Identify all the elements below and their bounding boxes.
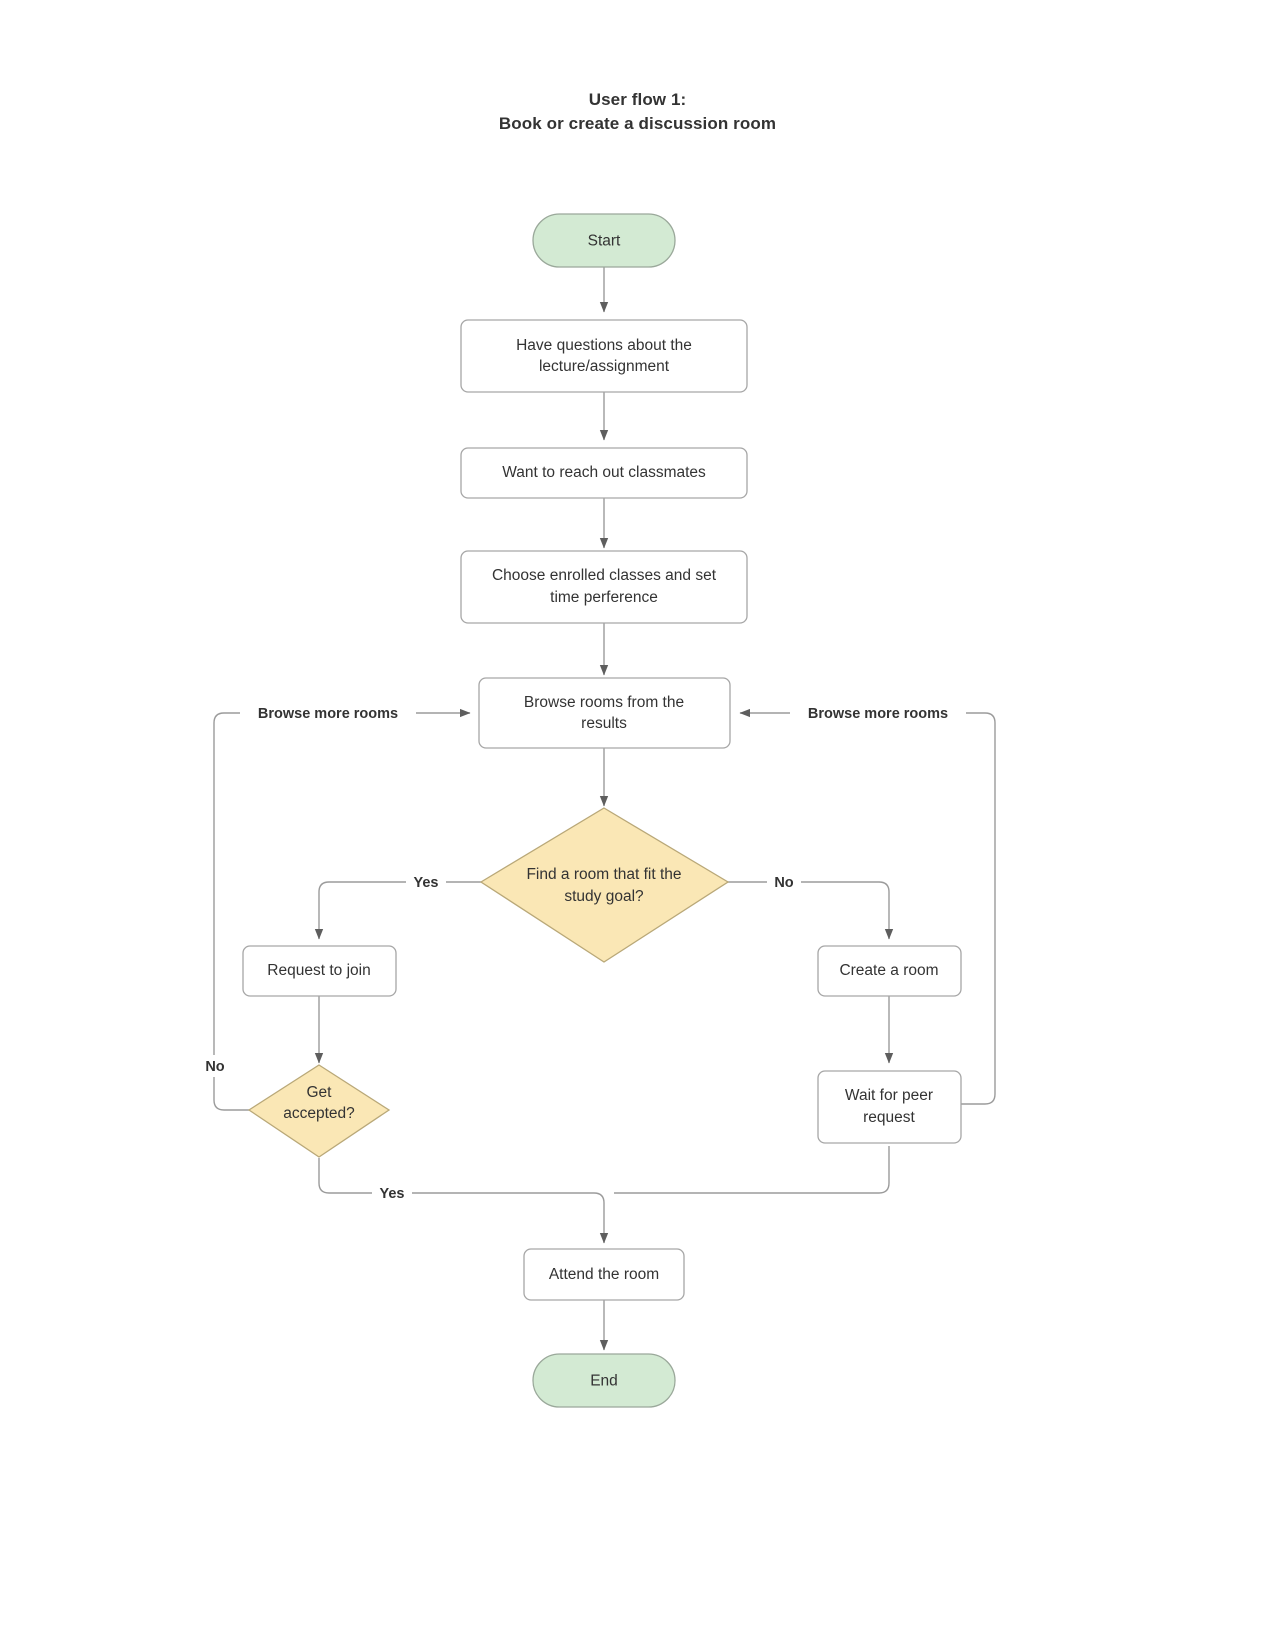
edge-waitpeer-to-attend [614, 1146, 890, 1194]
node-attend-the-room-label: Attend the room [549, 1266, 659, 1283]
edge-findroom-yes-to-request [314, 881, 481, 940]
node-browse-rooms-label-line2: results [581, 715, 627, 732]
edge-label-yes-find-room: Yes [414, 875, 439, 891]
edge-label-browse-more-rooms-left: Browse more rooms [258, 706, 398, 722]
node-choose-classes-label-line1: Choose enrolled classes and set [492, 567, 717, 584]
node-browse-rooms-shape [478, 677, 731, 749]
edge-findroom-no-to-createroom [727, 881, 894, 940]
node-choose-classes[interactable]: Choose enrolled classes and set time per… [460, 550, 748, 624]
node-want-to-reach-out[interactable]: Want to reach out classmates [460, 447, 748, 499]
node-get-accepted-decision[interactable]: Get accepted? [247, 1064, 391, 1158]
node-have-questions-label-line1: Have questions about the [516, 337, 692, 354]
node-get-accepted-label-line2: accepted? [283, 1105, 355, 1122]
node-get-accepted-label-line1: Get [307, 1084, 333, 1101]
edge-label-bg-no-find [767, 871, 801, 893]
node-get-accepted-shape [247, 1064, 391, 1158]
node-start-label: Start [588, 233, 621, 250]
node-wait-for-peer-request[interactable]: Wait for peer request [817, 1070, 962, 1144]
edge-layer [213, 267, 996, 1351]
title-line-1: User flow 1: [588, 90, 687, 109]
node-request-to-join-label: Request to join [267, 962, 370, 979]
node-choose-classes-shape [460, 550, 748, 624]
node-want-to-reach-out-label: Want to reach out classmates [502, 464, 706, 481]
node-end-label: End [590, 1373, 618, 1390]
node-browse-rooms[interactable]: Browse rooms from the results [478, 677, 731, 749]
edge-label-layer: Browse more rooms Browse more rooms Yes … [198, 702, 966, 1204]
node-wait-for-peer-request-shape [817, 1070, 962, 1144]
edge-label-browse-more-rooms-right: Browse more rooms [808, 706, 948, 722]
edge-label-no-find-room: No [774, 875, 793, 891]
edge-label-bg-yes-find [406, 871, 446, 893]
node-wait-for-peer-request-label-line2: request [863, 1109, 915, 1126]
node-browse-rooms-label-line1: Browse rooms from the [524, 694, 684, 711]
node-end-shape [532, 1353, 676, 1408]
node-find-a-room-label-line2: study goal? [564, 888, 644, 905]
node-create-a-room-label: Create a room [839, 962, 938, 979]
node-end[interactable]: End [532, 1353, 676, 1408]
node-have-questions-label-line2: lecture/assignment [539, 358, 670, 375]
edge-accepted-no-to-browse [213, 708, 471, 1111]
edge-label-bg-yes-accepted [372, 1182, 412, 1204]
node-request-to-join-shape [242, 945, 397, 997]
node-start[interactable]: Start [532, 213, 676, 268]
node-create-a-room[interactable]: Create a room [817, 945, 962, 997]
node-request-to-join[interactable]: Request to join [242, 945, 397, 997]
node-attend-the-room-shape [523, 1248, 685, 1301]
node-create-a-room-shape [817, 945, 962, 997]
node-find-a-room-shape [479, 807, 730, 963]
edge-label-bg-browse-more-left [240, 702, 416, 724]
edge-label-bg-browse-more-right [790, 702, 966, 724]
node-have-questions-shape [460, 319, 748, 393]
edge-accepted-yes-to-attend [318, 1158, 609, 1244]
node-attend-the-room[interactable]: Attend the room [523, 1248, 685, 1301]
node-choose-classes-label-line2: time perference [550, 589, 658, 606]
edge-label-yes-get-accepted: Yes [380, 1186, 405, 1202]
edge-label-no-get-accepted: No [205, 1059, 224, 1075]
edge-waitpeer-to-browse [739, 708, 996, 1105]
node-start-shape [532, 213, 676, 268]
title-line-2: Book or create a discussion room [498, 114, 777, 133]
node-have-questions[interactable]: Have questions about the lecture/assignm… [460, 319, 748, 393]
edge-label-bg-no-accepted [198, 1055, 232, 1077]
node-wait-for-peer-request-label-line1: Wait for peer [845, 1087, 933, 1104]
node-want-to-reach-out-shape [460, 447, 748, 499]
node-find-a-room-label-line1: Find a room that fit the [526, 866, 681, 883]
node-find-a-room-decision[interactable]: Find a room that fit the study goal? [479, 807, 730, 963]
page-title: User flow 1: Book or create a discussion… [0, 88, 1275, 136]
